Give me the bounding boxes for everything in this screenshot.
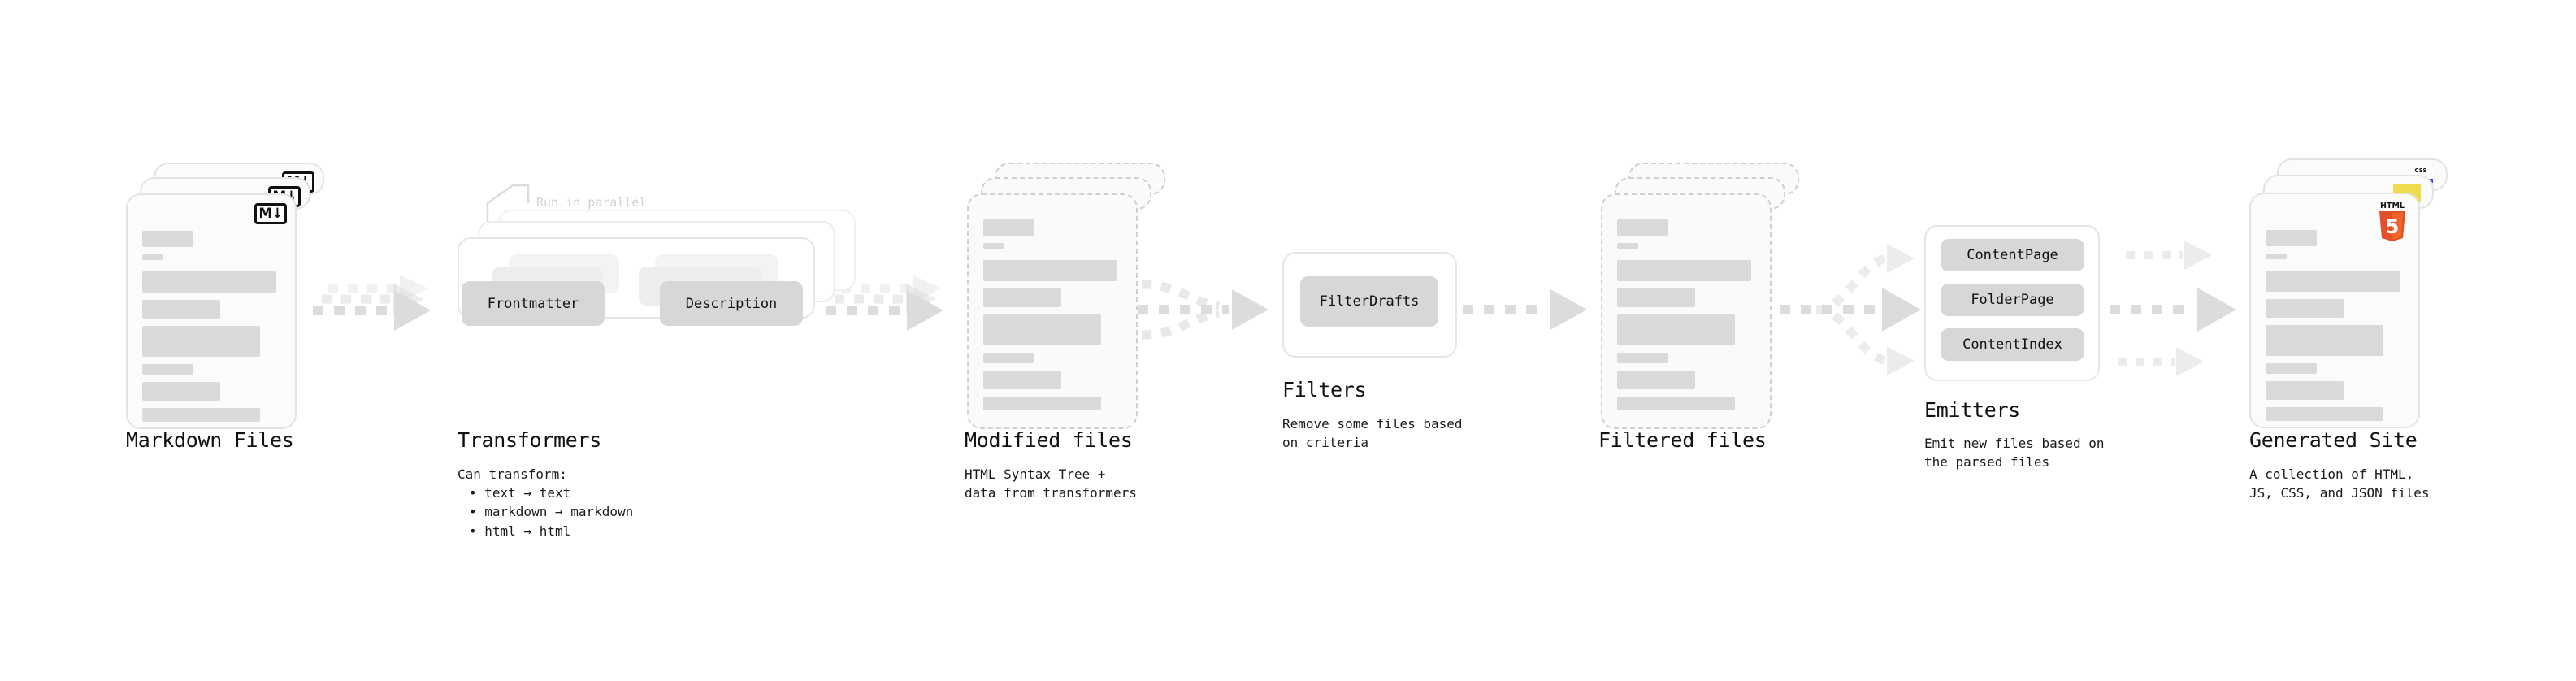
skeleton-bar — [142, 382, 220, 401]
transformer-node-description-label: Description — [685, 295, 778, 312]
modified-files-subcaption: HTML Syntax Tree + data from transformer… — [965, 465, 1137, 502]
emitter-node-folderpage[interactable]: FolderPage — [1941, 284, 2084, 316]
generated-site-stack: CSS HTML 5 — [2249, 158, 2461, 428]
skeleton-bar — [1617, 371, 1695, 389]
emitters-subcaption-line: the parsed files — [1924, 454, 2050, 471]
doc-skeleton-bars — [2266, 230, 2409, 428]
generated-site-subcaption-line: A collection of HTML, — [2249, 466, 2414, 482]
filtered-card-front — [1601, 193, 1772, 429]
skeleton-bar — [1617, 243, 1638, 249]
skeleton-bar — [1617, 219, 1668, 236]
filters-subcaption-line: Remove some files based — [1282, 416, 1463, 432]
skeleton-bar — [2266, 381, 2344, 400]
skeleton-bar — [2266, 363, 2317, 374]
modified-files-caption: Modified files — [965, 428, 1133, 452]
html5-badge: HTML 5 — [2373, 199, 2412, 243]
modified-files-subcaption-line: HTML Syntax Tree + — [965, 466, 1106, 482]
transformer-node-frontmatter[interactable]: Frontmatter — [462, 281, 605, 326]
transformers-subcaption-line: • markdown → markdown — [469, 504, 634, 520]
skeleton-bar — [983, 314, 1101, 345]
skeleton-bar — [142, 408, 260, 422]
markdown-files-caption: Markdown Files — [126, 428, 294, 452]
transformer-node-frontmatter-label: Frontmatter — [487, 295, 579, 312]
filter-node-filterdrafts[interactable]: FilterDrafts — [1300, 276, 1438, 327]
emitters-subcaption-line: Emit new files based on — [1924, 436, 2105, 451]
transformers-subcaption-line: Can transform: — [458, 466, 567, 482]
transformers-subcaption-line: • html → html — [469, 523, 571, 539]
html5-badge-wordmark: HTML — [2380, 202, 2405, 210]
skeleton-bar — [142, 300, 220, 319]
generated-card-html: HTML 5 — [2249, 193, 2420, 428]
skeleton-bar — [2266, 254, 2287, 259]
transformers-caption: Transformers — [458, 428, 602, 452]
markdown-badge-text: M↓ — [258, 206, 283, 222]
run-in-parallel-label: Run in parallel — [536, 195, 647, 210]
skeleton-bar — [2266, 299, 2344, 318]
filter-node-filterdrafts-label: FilterDrafts — [1319, 293, 1420, 310]
skeleton-bar — [983, 397, 1101, 410]
transformer-node-description[interactable]: Description — [660, 281, 803, 326]
skeleton-bar — [2266, 230, 2317, 246]
conn-emitters-to-site — [2110, 241, 2236, 376]
skeleton-bar — [2266, 325, 2383, 356]
filtered-files-caption: Filtered files — [1598, 428, 1767, 452]
skeleton-bar — [983, 353, 1034, 363]
emitters-subcaption: Emit new files based on the parsed files — [1924, 434, 2105, 471]
generated-site-caption: Generated Site — [2249, 428, 2418, 452]
skeleton-bar — [142, 231, 193, 247]
emitter-node-contentpage[interactable]: ContentPage — [1941, 239, 2084, 271]
skeleton-bar — [142, 271, 276, 293]
markdown-card-front: M↓ — [126, 193, 297, 429]
html5-badge-number: 5 — [2386, 215, 2400, 238]
html5-logo-icon: HTML 5 — [2379, 202, 2405, 241]
css-badge-text: CSS — [2414, 167, 2427, 174]
skeleton-bar — [983, 288, 1061, 307]
doc-skeleton-bars — [983, 219, 1126, 418]
modified-files-stack — [967, 163, 1178, 429]
skeleton-bar — [142, 326, 260, 357]
markdown-badge: M↓ — [254, 203, 287, 224]
skeleton-bar — [983, 371, 1061, 389]
transformers-subcaption: Can transform: • text → text • markdown … — [458, 465, 633, 540]
emitter-node-contentindex[interactable]: ContentIndex — [1941, 328, 2084, 361]
doc-skeleton-bars — [1617, 219, 1760, 418]
skeleton-bar — [1617, 353, 1668, 363]
modified-card-front — [967, 193, 1138, 429]
filters-subcaption: Remove some files based on criteria — [1282, 414, 1463, 452]
emitter-node-contentpage-label: ContentPage — [1967, 247, 2058, 263]
filtered-files-stack — [1601, 163, 1812, 429]
skeleton-bar — [983, 219, 1034, 236]
skeleton-bar — [1617, 260, 1751, 281]
filters-caption: Filters — [1282, 378, 1367, 401]
generated-site-subcaption-line: JS, CSS, and JSON files — [2249, 485, 2430, 501]
filters-subcaption-line: on criteria — [1282, 435, 1368, 451]
modified-files-subcaption-line: data from transformers — [965, 485, 1137, 501]
generated-site-subcaption: A collection of HTML, JS, CSS, and JSON … — [2249, 465, 2430, 502]
skeleton-bar — [983, 243, 1004, 249]
skeleton-bar — [1617, 288, 1695, 307]
markdown-files-stack: M↓ M↓ M↓ — [126, 163, 337, 429]
doc-skeleton-bars — [142, 231, 285, 429]
skeleton-bar — [2266, 407, 2383, 421]
emitters-caption: Emitters — [1924, 398, 2021, 422]
transformers-subcaption-line: • text → text — [469, 485, 571, 501]
skeleton-bar — [983, 260, 1117, 281]
skeleton-bar — [2266, 271, 2400, 292]
emitter-node-contentindex-label: ContentIndex — [1962, 336, 2062, 353]
skeleton-bar — [1617, 397, 1735, 410]
skeleton-bar — [142, 254, 163, 260]
skeleton-bar — [1617, 314, 1735, 345]
skeleton-bar — [142, 364, 193, 375]
emitter-node-folderpage-label: FolderPage — [1971, 292, 2054, 308]
conn-filters-to-filtered — [1463, 289, 1587, 330]
